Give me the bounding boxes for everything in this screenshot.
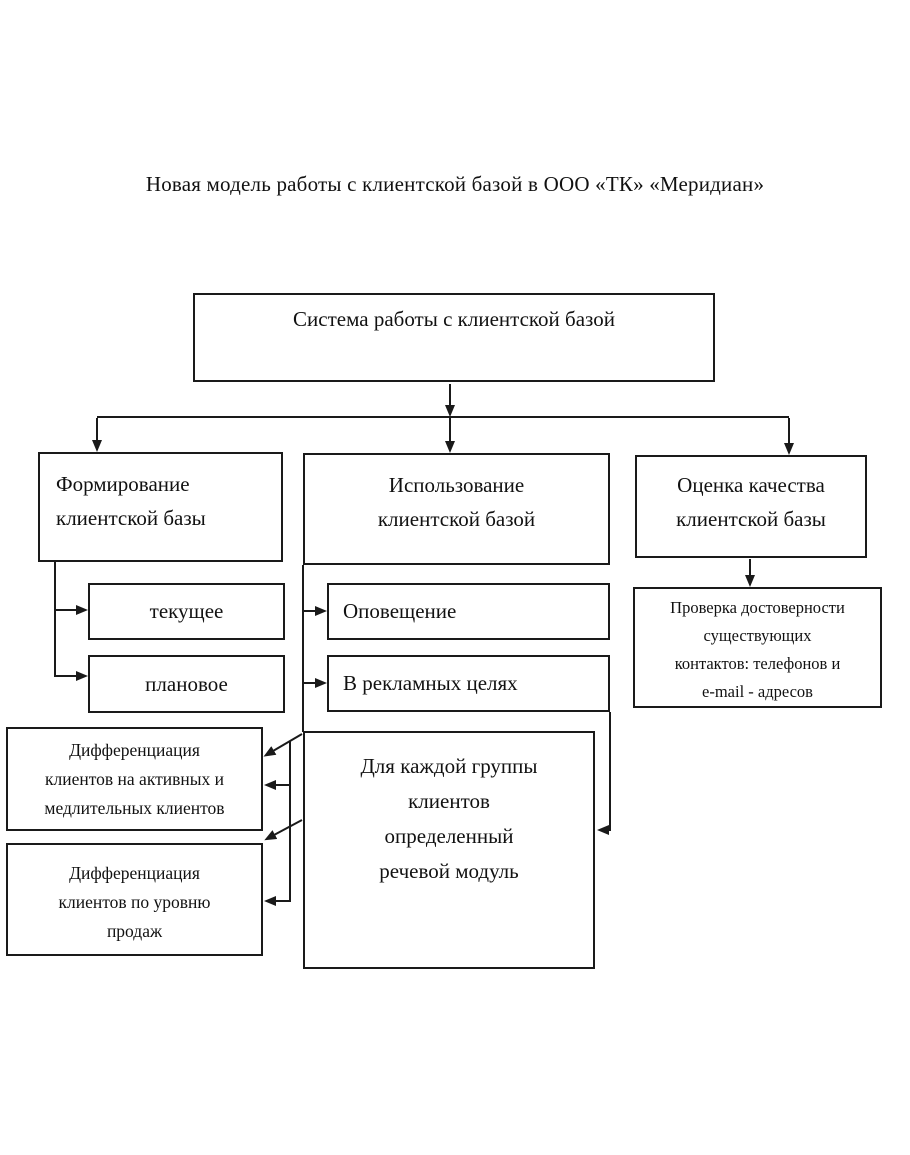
box-contact-verification: Проверка достоверности существующих конт… [633, 587, 882, 708]
box-current: текущее [88, 583, 285, 640]
box-quality-assessment: Оценка качества клиентской базы [635, 455, 867, 558]
diagram-title: Новая модель работы с клиентской базой в… [145, 172, 765, 196]
box-diff-sales-level: Дифференциация клиентов по уровню продаж [6, 843, 263, 956]
box-advertising: В рекламных целях [327, 655, 610, 712]
box-planned: плановое [88, 655, 285, 713]
box-speech-module: Для каждой группы клиентов определенный … [303, 731, 595, 969]
box-usage: Использование клиентской базой [303, 453, 610, 565]
box-system-root: Система работы с клиентской базой [193, 293, 715, 382]
box-formation: Формирование клиентской базы [38, 452, 283, 562]
box-notification: Оповещение [327, 583, 610, 640]
box-diff-active-slow: Дифференциация клиентов на активных и ме… [6, 727, 263, 831]
